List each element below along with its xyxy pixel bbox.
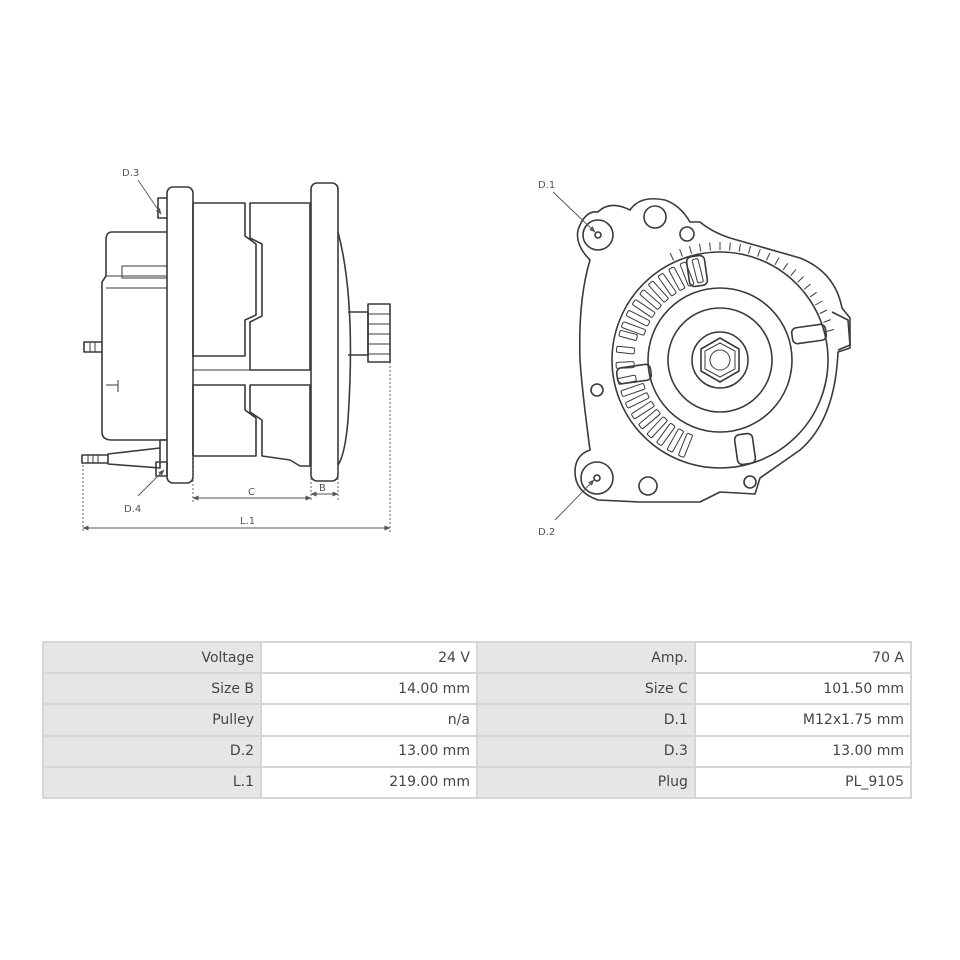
rim-tooth (709, 242, 711, 251)
cooling-slot (618, 330, 638, 341)
cooling-slot (656, 423, 676, 446)
spec-value: PL_9105 (695, 767, 910, 797)
spec-label: D.3 (477, 736, 694, 766)
label-c: C (248, 487, 255, 498)
cooling-slot (646, 416, 668, 438)
cooling-slot (678, 433, 693, 458)
rim-tooth (790, 269, 797, 277)
cooling-slot (625, 310, 651, 327)
cooling-slot (638, 409, 661, 430)
spec-value: 101.50 mm (695, 674, 910, 704)
spec-label: Size B (44, 674, 260, 704)
front-view-dimensions (552, 191, 596, 521)
rim-tooth (757, 248, 761, 257)
rim-tooth (729, 242, 731, 251)
spec-label: D.2 (44, 736, 260, 766)
cooling-slots (615, 258, 704, 458)
spec-value: 13.00 mm (695, 736, 910, 766)
spec-label: Amp. (477, 643, 694, 673)
cooling-slot (621, 321, 646, 336)
rim-tooth (688, 245, 693, 254)
rim-tooth (797, 276, 804, 283)
label-b: B (319, 483, 326, 494)
label-l1: L.1 (240, 516, 255, 527)
cooling-slot (648, 280, 669, 303)
cooling-slot (625, 392, 650, 409)
rim-tooth (809, 291, 817, 298)
cooling-slot (679, 261, 695, 287)
rim-tooth (782, 263, 789, 271)
cooling-slot (668, 266, 686, 291)
cooling-slot (632, 299, 656, 318)
spec-label: L.1 (44, 767, 260, 797)
spec-value: 13.00 mm (261, 736, 476, 766)
spec-value: 14.00 mm (261, 674, 476, 704)
spec-value: n/a (261, 705, 476, 735)
cooling-slot (615, 361, 635, 369)
rim-tooth (738, 243, 741, 252)
spec-label: Pulley (44, 705, 260, 735)
rim-tooth (766, 252, 771, 261)
cooling-slot (639, 289, 662, 310)
cooling-slot (657, 273, 677, 297)
rim-tooth (823, 319, 832, 323)
label-d2: D.2 (538, 527, 555, 538)
label-d4: D.4 (124, 504, 141, 515)
alternator-front-view (574, 197, 851, 503)
rim-tooth (679, 248, 683, 257)
spec-value: 219.00 mm (261, 767, 476, 797)
alternator-technical-drawing: D.3 D.4 C B L.1 (81, 168, 851, 538)
cooling-slot (691, 258, 704, 284)
spec-label: Plug (477, 767, 694, 797)
cooling-slot (631, 401, 655, 420)
rim-tooth (819, 309, 828, 314)
rim-teeth (669, 242, 835, 333)
spec-value: 24 V (261, 643, 476, 673)
cooling-slot (617, 374, 637, 385)
spec-value: M12x1.75 mm (695, 705, 910, 735)
spec-value: 70 A (695, 643, 910, 673)
rim-tooth (826, 328, 835, 333)
spec-label: Size C (477, 674, 694, 704)
cooling-slot (615, 345, 636, 355)
spec-label: Voltage (44, 643, 260, 673)
rim-tooth (815, 300, 823, 306)
rim-tooth (803, 283, 811, 290)
cooling-slot (620, 383, 646, 397)
alternator-side-view (81, 182, 391, 484)
spec-label: D.1 (477, 705, 694, 735)
rim-tooth (699, 243, 702, 252)
label-d1: D.1 (538, 180, 555, 191)
side-view-dimensions (82, 179, 391, 532)
cooling-slot (666, 428, 684, 453)
label-d3: D.3 (122, 168, 139, 179)
rim-tooth (774, 257, 780, 265)
rim-tooth (669, 252, 674, 261)
rim-tooth (747, 245, 752, 254)
